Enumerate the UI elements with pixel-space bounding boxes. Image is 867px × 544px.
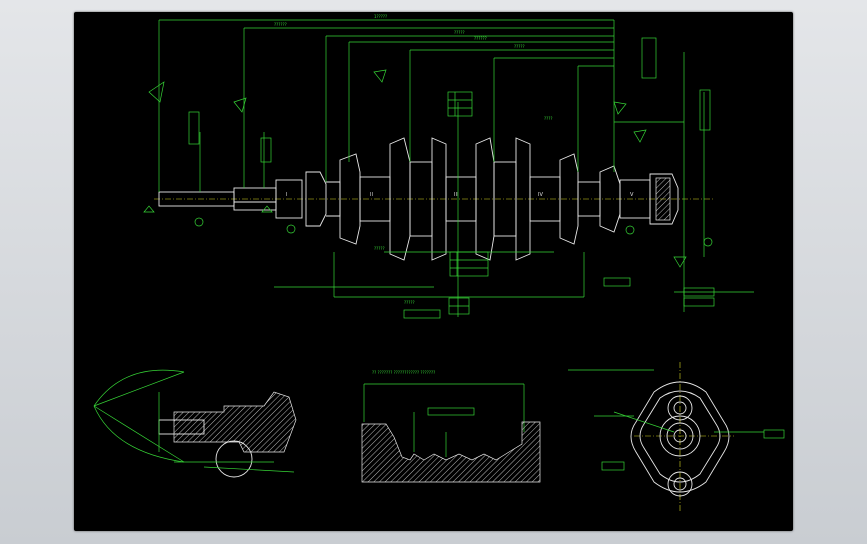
groove-section (361, 421, 541, 483)
datum-markers (143, 69, 713, 268)
flange (649, 173, 679, 225)
detail-groove-profile: ?? ??????? ???????????? ??????? (361, 370, 541, 483)
web-6 (515, 137, 531, 261)
web-2 (339, 153, 361, 245)
dim-4: ????? (514, 44, 525, 49)
journal-label-4: IV (538, 192, 543, 198)
web-4 (431, 137, 447, 261)
dim-3: ?????? (474, 36, 487, 41)
cad-drawing-sheet: I II III IV V (74, 12, 793, 531)
keyway-bore (215, 440, 253, 478)
dim-1: ?????? (274, 22, 287, 27)
journal-label-1: I (286, 192, 287, 198)
dim-6: ???? (544, 116, 553, 121)
web-1 (305, 171, 327, 227)
detail-end-view (568, 362, 785, 512)
keyway-section (173, 391, 297, 453)
datum-circle-b (286, 224, 296, 234)
journal-label-2: II (370, 192, 373, 198)
groove-note: ?? ??????? ???????????? ??????? (372, 370, 435, 375)
journal-label-5: V (630, 192, 634, 198)
dim-2: ????? (454, 30, 465, 35)
crank-pin-lower (667, 471, 693, 497)
tolerance-frames (188, 37, 715, 319)
dim-7: ????? (374, 246, 385, 251)
flange-section (655, 177, 671, 221)
dimension-lines: 1????? ?????? ????? ?????? ????? ????? ?… (158, 14, 754, 317)
datum-circle-a (194, 217, 204, 227)
dim-overall: 1????? (374, 14, 387, 19)
detail-keyway-view (93, 369, 297, 478)
journal-3 (445, 176, 477, 222)
journal-1 (275, 179, 303, 219)
journal-label-3: III (454, 192, 458, 198)
main-journal-circle (659, 415, 701, 457)
web-7 (559, 153, 579, 245)
datum-circle-d (703, 237, 713, 247)
crankshaft-main-view: I II III IV V (154, 137, 714, 261)
crank-pin-upper (667, 395, 693, 421)
end-web-outline (630, 381, 730, 493)
datum-circle-c (625, 225, 635, 235)
dim-5: ????? (404, 300, 415, 305)
drawing-canvas: I II III IV V (93, 14, 785, 512)
